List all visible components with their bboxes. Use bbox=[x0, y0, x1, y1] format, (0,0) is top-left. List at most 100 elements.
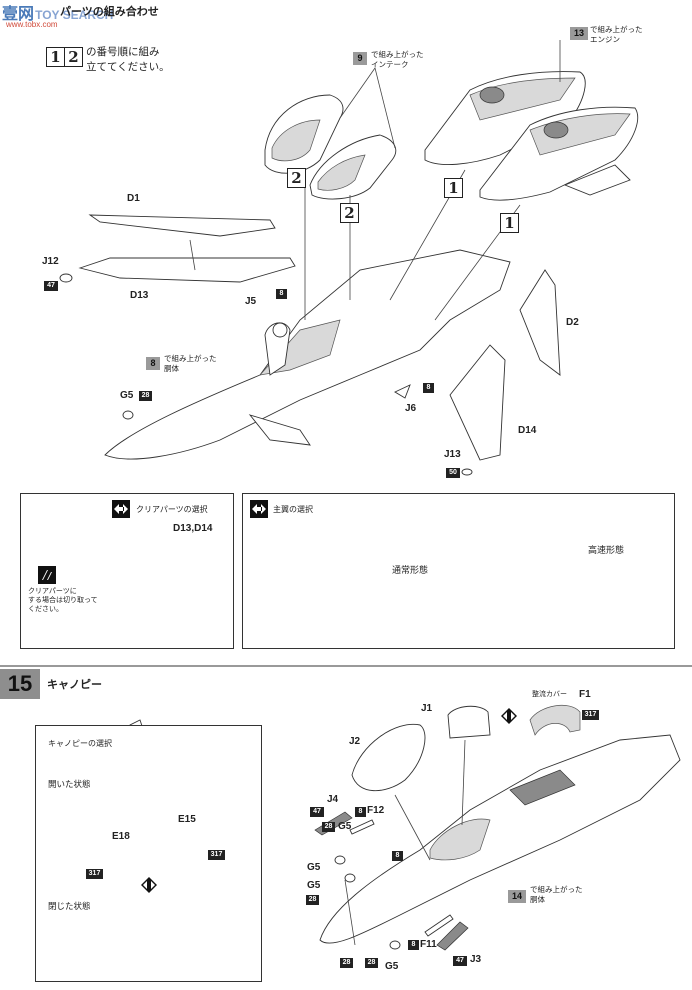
part-f11 bbox=[424, 914, 454, 937]
label-j1: J1 bbox=[421, 703, 433, 714]
callout-9-line1: で組み上がった bbox=[371, 50, 424, 59]
badge-8-fuselage: 8 bbox=[392, 851, 403, 861]
order-text-2: 立ててください。 bbox=[86, 61, 170, 73]
canopy-closed-label: 閉じた状態 bbox=[48, 902, 91, 912]
wing-d14-part bbox=[449, 344, 506, 461]
badge-8-f12: 8 bbox=[355, 807, 366, 817]
part-j3 bbox=[436, 921, 469, 951]
order-num-1: 1 bbox=[46, 47, 65, 67]
clear-note-1: クリアパーツに bbox=[28, 587, 77, 595]
label-j12: J12 bbox=[42, 256, 59, 267]
fairing-label: 整流カバー bbox=[532, 690, 567, 698]
canopy-selection-box bbox=[35, 725, 262, 982]
wing-d1-part bbox=[88, 214, 276, 237]
label-e15: E15 bbox=[178, 814, 196, 825]
label-d2: D2 bbox=[566, 317, 579, 328]
wing-d13-part bbox=[78, 257, 296, 283]
swap-icon-canopy bbox=[140, 876, 158, 894]
label-g5c: G5 bbox=[307, 880, 321, 891]
engine-upper-part bbox=[424, 71, 586, 165]
part-j12 bbox=[59, 273, 73, 283]
watermark-brand: TOY SEARCH bbox=[35, 8, 114, 22]
label-j6: J6 bbox=[405, 403, 417, 414]
fuselage-front-part bbox=[319, 734, 681, 944]
badge-8-step14-b: 8 bbox=[423, 383, 434, 393]
engine-lower-part bbox=[479, 106, 639, 201]
badge-28-bottom-b: 28 bbox=[365, 958, 378, 968]
label-f12: F12 bbox=[367, 805, 385, 816]
wing-normal-label: 通常形態 bbox=[392, 566, 429, 576]
label-g5a: G5 bbox=[338, 821, 352, 832]
badge-8-step14-a: 8 bbox=[276, 289, 287, 299]
badge-47-j4: 47 bbox=[310, 807, 324, 817]
step15-title: キャノピー bbox=[47, 678, 102, 691]
label-j5: J5 bbox=[245, 296, 257, 307]
label-j3: J3 bbox=[470, 954, 482, 965]
callout-13-badge: 13 bbox=[570, 27, 588, 40]
badge-317-f1: 317 bbox=[582, 710, 599, 720]
callout-14-line2: 胴体 bbox=[530, 895, 545, 904]
callout-14-line1: で組み上がった bbox=[530, 885, 583, 894]
label-g5b: G5 bbox=[307, 862, 321, 873]
callout-9-badge: 9 bbox=[353, 52, 367, 65]
label-d13: D13 bbox=[130, 290, 149, 301]
label-g5-step14: G5 bbox=[120, 390, 134, 401]
swap-icon-fairing bbox=[500, 707, 518, 725]
clear-note-2: する場合は切り取って bbox=[28, 596, 98, 604]
label-g5d: G5 bbox=[385, 961, 399, 972]
badge-317-open-a: 317 bbox=[208, 850, 225, 860]
swap-icon-clear bbox=[112, 500, 130, 518]
callout-8-badge: 8 bbox=[146, 357, 160, 370]
part-f12 bbox=[349, 819, 375, 835]
callout-13-line1: で組み上がった bbox=[590, 25, 643, 34]
part-g5-step14 bbox=[122, 410, 134, 420]
callout-13-line2: エンジン bbox=[590, 35, 620, 44]
canopy-open-label: 開いた状態 bbox=[48, 780, 91, 790]
badge-8-f11: 8 bbox=[408, 940, 419, 950]
swap-icon-wing bbox=[250, 500, 268, 518]
badge-50-step14: 50 bbox=[446, 468, 460, 478]
label-j4: J4 bbox=[327, 794, 339, 805]
step-mark-2a: 2 bbox=[287, 168, 306, 188]
step-mark-2b: 2 bbox=[340, 203, 359, 223]
clear-note-3: ください。 bbox=[28, 605, 63, 613]
order-text-1: の番号順に組み bbox=[86, 46, 160, 58]
canopy-j2-part bbox=[351, 723, 426, 792]
callout-14-badge: 14 bbox=[508, 890, 526, 903]
wing-selection-title: 主翼の選択 bbox=[273, 505, 313, 514]
canopy-selection-title: キャノピーの選択 bbox=[48, 739, 112, 748]
wing-high-label: 高速形態 bbox=[588, 546, 625, 556]
badge-28-bottom-a: 28 bbox=[340, 958, 353, 968]
callout-8-line2: 胴体 bbox=[164, 364, 179, 373]
badge-28-g5a: 28 bbox=[322, 822, 335, 832]
fairing-f1-part bbox=[529, 705, 581, 736]
order-num-2: 2 bbox=[64, 47, 83, 67]
label-j2: J2 bbox=[349, 736, 361, 747]
label-f11: F11 bbox=[420, 939, 437, 950]
callout-9-line2: インテーク bbox=[371, 60, 409, 69]
label-e18: E18 bbox=[112, 831, 130, 842]
part-j6 bbox=[394, 384, 411, 399]
label-d1: D1 bbox=[127, 193, 140, 204]
badge-28-step14: 28 bbox=[139, 391, 152, 401]
part-j13 bbox=[461, 468, 473, 476]
wing-d2-part bbox=[519, 269, 561, 376]
step-mark-1b: 1 bbox=[500, 213, 519, 233]
fairing-j1-part bbox=[447, 705, 491, 739]
clear-parts-title: クリアパーツの選択 bbox=[136, 505, 208, 514]
label-j13: J13 bbox=[444, 449, 461, 460]
step-mark-1a: 1 bbox=[444, 178, 463, 198]
watermark-cn-mark: 壹网 bbox=[2, 4, 35, 23]
badge-47-step14: 47 bbox=[44, 281, 58, 291]
wing-selection-box bbox=[242, 493, 675, 649]
label-d14: D14 bbox=[518, 425, 537, 436]
watermark-logo: 壹网 TOY SEARCH bbox=[2, 0, 113, 24]
watermark-url: www.tobx.com bbox=[6, 20, 58, 29]
label-f1: F1 bbox=[579, 689, 591, 700]
step14-title: パーツの組み合わせ bbox=[60, 5, 159, 18]
callout-8-line1: で組み上がった bbox=[164, 354, 217, 363]
clear-parts-ids: D13,D14 bbox=[173, 523, 213, 534]
cut-icon bbox=[38, 566, 56, 584]
badge-47-j3: 47 bbox=[453, 956, 467, 966]
step15-number: 15 bbox=[0, 669, 40, 699]
